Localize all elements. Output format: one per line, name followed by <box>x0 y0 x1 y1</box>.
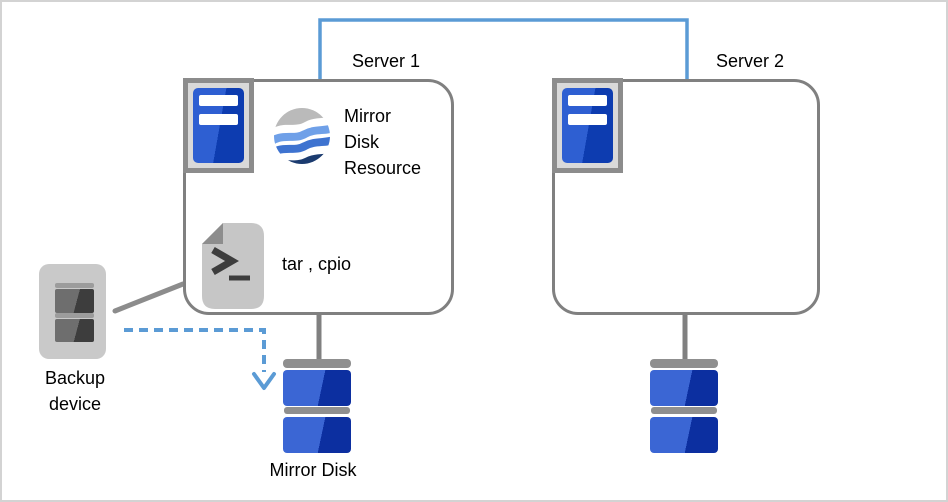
disk-platter <box>650 370 718 406</box>
globe-waves-icon <box>274 108 330 164</box>
backup-dashed-path <box>124 328 266 372</box>
script-label: tar , cpio <box>282 254 352 274</box>
server1-label: Server 1 <box>351 51 421 71</box>
server-slot-bar <box>568 95 607 106</box>
backup-device-label: Backup device <box>44 368 106 414</box>
mirror-disk-label: Mirror Disk <box>269 460 357 480</box>
server2-label: Server 2 <box>715 51 785 71</box>
backup-tape-device-icon <box>39 264 106 359</box>
disk-cap <box>651 407 717 414</box>
device-bar <box>55 283 94 288</box>
mirror-disk-resource-label: Mirror Disk Resource <box>344 106 422 178</box>
disk-platter <box>650 417 718 453</box>
server1-server-icon <box>183 78 254 173</box>
disk-cap <box>650 359 718 368</box>
server-interconnect-line <box>318 18 689 80</box>
device-bar <box>55 313 94 318</box>
server-tower-icon <box>562 88 613 163</box>
disk-platter <box>283 417 351 453</box>
server-slot-bar <box>199 95 238 106</box>
disk-platter <box>283 370 351 406</box>
device-slot <box>55 319 94 342</box>
server2-box <box>552 79 820 315</box>
device-slot <box>55 289 94 313</box>
terminal-script-file-icon <box>202 223 264 309</box>
server-slot-bar <box>199 114 238 125</box>
server2-mirror-disk-icon <box>650 359 718 453</box>
server2-server-icon <box>552 78 623 173</box>
disk-cap <box>283 359 351 368</box>
disk-cap <box>284 407 350 414</box>
dashed-arrow-down-icon <box>252 372 276 390</box>
server-tower-icon <box>193 88 244 163</box>
server1-mirror-disk-icon <box>283 359 351 453</box>
backup-to-server-line <box>112 281 186 314</box>
server-slot-bar <box>568 114 607 125</box>
